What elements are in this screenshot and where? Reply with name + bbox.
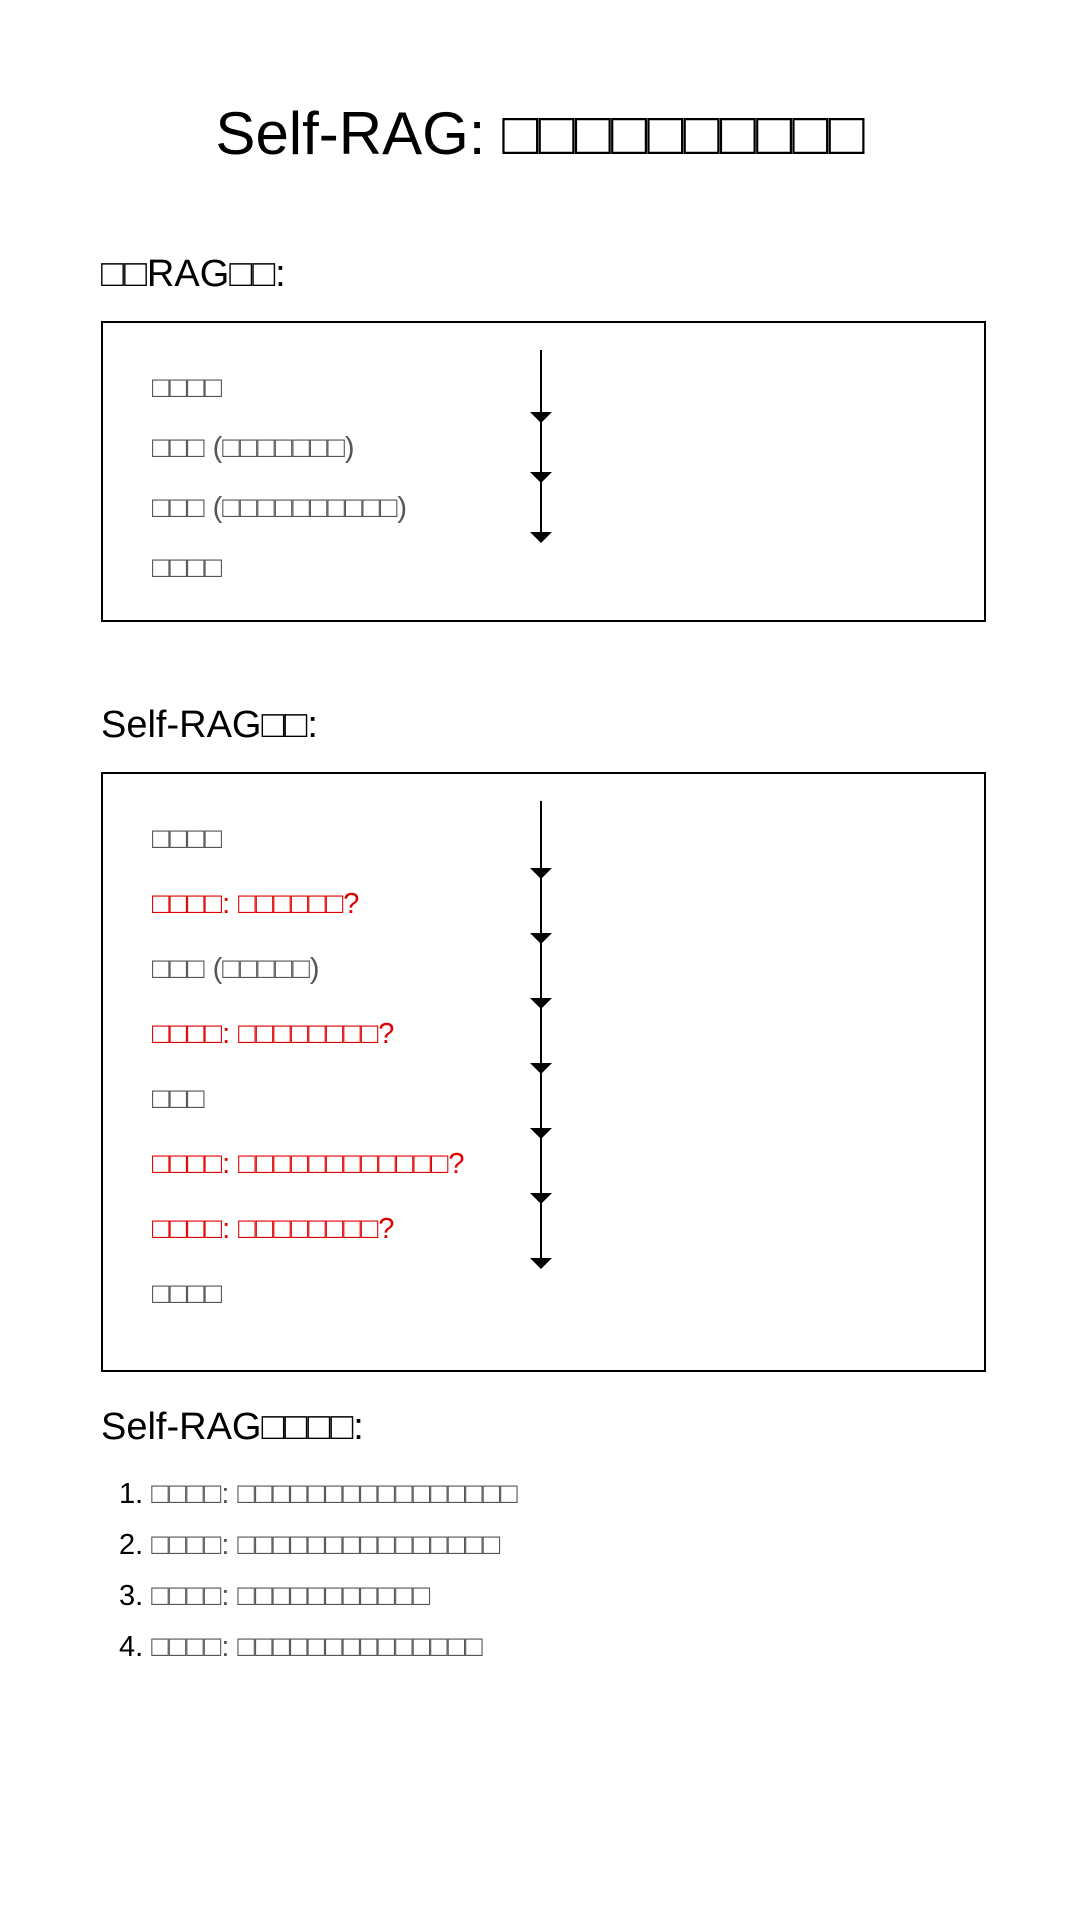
- self-rag-step-6: □□□□: □□□□□□□□□□□□?: [152, 1148, 465, 1180]
- features-list: 1. □□□□: □□□□□□□□□□□□□□□□ 2. □□□□: □□□□□…: [119, 1476, 518, 1680]
- self-rag-step-8: □□□□: [152, 1278, 223, 1310]
- self-rag-heading: Self-RAG□□:: [101, 704, 318, 746]
- self-rag-step-1: □□□□: [152, 823, 223, 855]
- feature-text: □□□□: □□□□□□□□□□□□□□□: [151, 1529, 501, 1561]
- self-rag-step-4: □□□□: □□□□□□□□?: [152, 1018, 395, 1050]
- self-rag-flow-box: [101, 772, 986, 1372]
- traditional-step-1: □□□□: [152, 372, 223, 404]
- feature-item-1: 1. □□□□: □□□□□□□□□□□□□□□□: [119, 1476, 518, 1527]
- feature-item-3: 3. □□□□: □□□□□□□□□□□: [119, 1578, 518, 1629]
- feature-text: □□□□: □□□□□□□□□□□□□□□□: [151, 1478, 518, 1510]
- features-heading: Self-RAG□□□□:: [101, 1406, 364, 1448]
- traditional-step-4: □□□□: [152, 552, 223, 584]
- traditional-step-2: □□□ (□□□□□□□): [152, 432, 355, 464]
- feature-number: 2.: [119, 1529, 144, 1561]
- feature-number: 1.: [119, 1478, 144, 1510]
- traditional-rag-flow-box: [101, 321, 986, 622]
- feature-item-2: 2. □□□□: □□□□□□□□□□□□□□□: [119, 1527, 518, 1578]
- page-title: Self-RAG: □□□□□□□□□□: [215, 100, 865, 167]
- self-rag-step-3: □□□ (□□□□□): [152, 953, 320, 985]
- feature-number: 4.: [119, 1631, 144, 1663]
- feature-number: 3.: [119, 1580, 144, 1612]
- self-rag-step-2: □□□□: □□□□□□?: [152, 888, 360, 920]
- feature-text: □□□□: □□□□□□□□□□□□□□: [151, 1631, 483, 1663]
- self-rag-step-5: □□□: [152, 1083, 205, 1115]
- self-rag-step-7: □□□□: □□□□□□□□?: [152, 1213, 395, 1245]
- feature-text: □□□□: □□□□□□□□□□□: [151, 1580, 431, 1612]
- traditional-step-3: □□□ (□□□□□□□□□□): [152, 492, 408, 524]
- traditional-rag-heading: □□RAG□□:: [101, 253, 286, 295]
- feature-item-4: 4. □□□□: □□□□□□□□□□□□□□: [119, 1629, 518, 1680]
